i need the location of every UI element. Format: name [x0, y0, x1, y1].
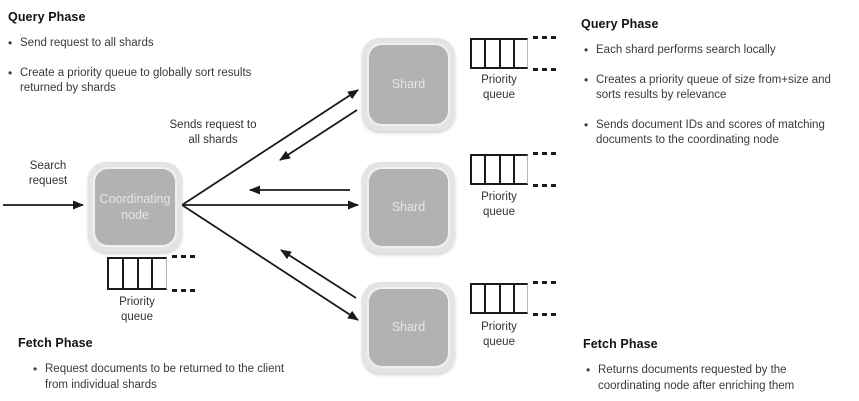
shard-node-3: Shard: [362, 282, 455, 373]
shard-label: Shard: [391, 320, 426, 335]
priority-queue-shard-2: [470, 152, 560, 187]
bullet-item: Creates a priority queue of size from+si…: [584, 72, 853, 104]
bullet-list: Request documents to be returned to the …: [33, 361, 293, 393]
queue-dash-icon: [533, 36, 560, 39]
queue-dash-icon: [172, 255, 199, 258]
priority-queue-label: Priority queue: [119, 296, 155, 324]
priority-queue-shard-1: [470, 36, 560, 71]
queue-dash-icon: [533, 152, 560, 155]
queue-dash-icon: [533, 313, 560, 316]
bullet-item: Sends document IDs and scores of matchin…: [584, 117, 853, 149]
queue-cells-icon: [470, 283, 528, 314]
coordinating-node-label: Coordinating node: [99, 191, 171, 222]
shard-node-body: Shard: [369, 289, 448, 366]
coordinating-node: Coordinating node: [88, 162, 182, 252]
bullet-list: Returns documents requested by the coord…: [586, 362, 831, 394]
panel-heading: Query Phase: [8, 10, 86, 24]
panel-heading: Query Phase: [581, 17, 659, 31]
bullet-list: Send request to all shards Create a prio…: [8, 35, 260, 97]
shard1-to-coord-arrow: [279, 109, 358, 161]
panel-fetch-phase-left: Fetch Phase Request documents to be retu…: [18, 336, 293, 401]
queue-dash-icon: [533, 184, 560, 187]
queue-cells-icon: [470, 38, 528, 69]
shard-node-1: Shard: [362, 38, 455, 131]
priority-queue-label: Priority queue: [481, 191, 517, 219]
panel-heading: Fetch Phase: [583, 337, 658, 351]
shard-node-2: Shard: [362, 162, 455, 253]
queue-dash-icon: [533, 68, 560, 71]
queue-cells-icon: [107, 257, 167, 290]
panel-query-phase-right: Query Phase Each shard performs search l…: [581, 17, 853, 163]
queue-cells-icon: [470, 154, 528, 185]
bullet-item: Each shard performs search locally: [584, 42, 853, 59]
panel-heading: Fetch Phase: [18, 336, 93, 350]
bullet-item: Returns documents requested by the coord…: [586, 362, 831, 394]
coordinating-node-body: Coordinating node: [95, 169, 175, 245]
shard-node-body: Shard: [369, 45, 448, 124]
bullet-item: Request documents to be returned to the …: [33, 361, 293, 393]
shard-label: Shard: [391, 77, 426, 92]
queue-dash-icon: [172, 289, 199, 292]
priority-queue-coordinating: [107, 255, 199, 292]
bullet-item: Create a priority queue to globally sort…: [8, 65, 260, 97]
bullet-item: Send request to all shards: [8, 35, 260, 52]
sends-request-label: Sends request to all shards: [169, 119, 257, 147]
priority-queue-label: Priority queue: [481, 74, 517, 102]
shard3-to-coord-arrow: [280, 249, 357, 299]
coord-to-shard3-arrow: [181, 204, 359, 321]
priority-queue-label: Priority queue: [481, 321, 517, 349]
queue-dash-icon: [533, 281, 560, 284]
bullet-list: Each shard performs search locally Creat…: [584, 42, 853, 149]
shard-label: Shard: [391, 200, 426, 215]
panel-query-phase-left: Query Phase Send request to all shards C…: [8, 10, 260, 111]
shard-node-body: Shard: [369, 169, 448, 246]
search-request-label: Search request: [28, 160, 68, 188]
panel-fetch-phase-right: Fetch Phase Returns documents requested …: [583, 337, 831, 401]
priority-queue-shard-3: [470, 281, 560, 316]
